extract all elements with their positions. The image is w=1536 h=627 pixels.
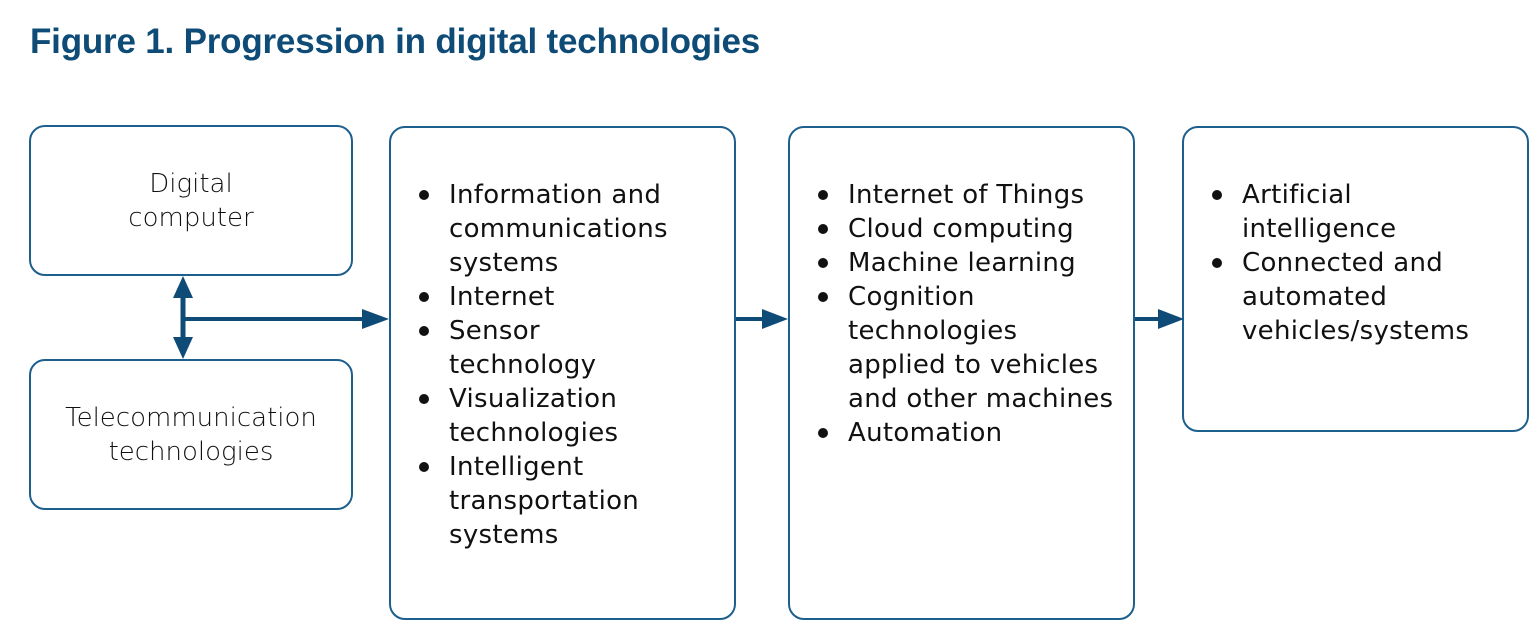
list-item: Internet of Things [818,178,1128,212]
list-item: Artificial intelligence [1212,178,1412,246]
stage4-list: Artificial intelligence Connected and au… [1212,178,1512,348]
list-item: Machine learning [818,246,1128,280]
list-item: Cognition technologies applied to vehicl… [818,280,1118,416]
telecom-box: Telecommunication technologies [29,359,353,510]
stage4-box: Artificial intelligence Connected and au… [1182,126,1529,432]
arrow-right-icon [183,309,389,329]
telecom-line1: Telecommunication [65,402,317,433]
list-item: Internet [419,280,719,314]
stage2-box: Information and communications systems I… [389,126,736,620]
stage3-box: Internet of Things Cloud computing Machi… [788,126,1135,620]
list-item: Information and communications systems [419,178,689,280]
stage2-list: Information and communications systems I… [419,178,719,552]
list-item: Automation [818,416,1128,450]
digital-computer-line1: Digital [149,168,233,199]
digital-computer-line2: computer [128,202,254,233]
digital-computer-box: Digital computer [29,125,353,276]
stage3-list: Internet of Things Cloud computing Machi… [818,178,1128,450]
telecom-line2: technologies [108,436,274,467]
list-item: Visualization technologies [419,382,659,450]
list-item: Cloud computing [818,212,1128,246]
arrow-right-icon [1135,309,1184,329]
list-item: Connected and automated vehicles/systems [1212,246,1482,348]
list-item: Sensor technology [419,314,596,382]
figure-title: Figure 1. Progression in digital technol… [30,22,760,61]
list-item: Intelligent transportation systems [419,450,649,552]
arrow-right-icon [736,309,788,329]
